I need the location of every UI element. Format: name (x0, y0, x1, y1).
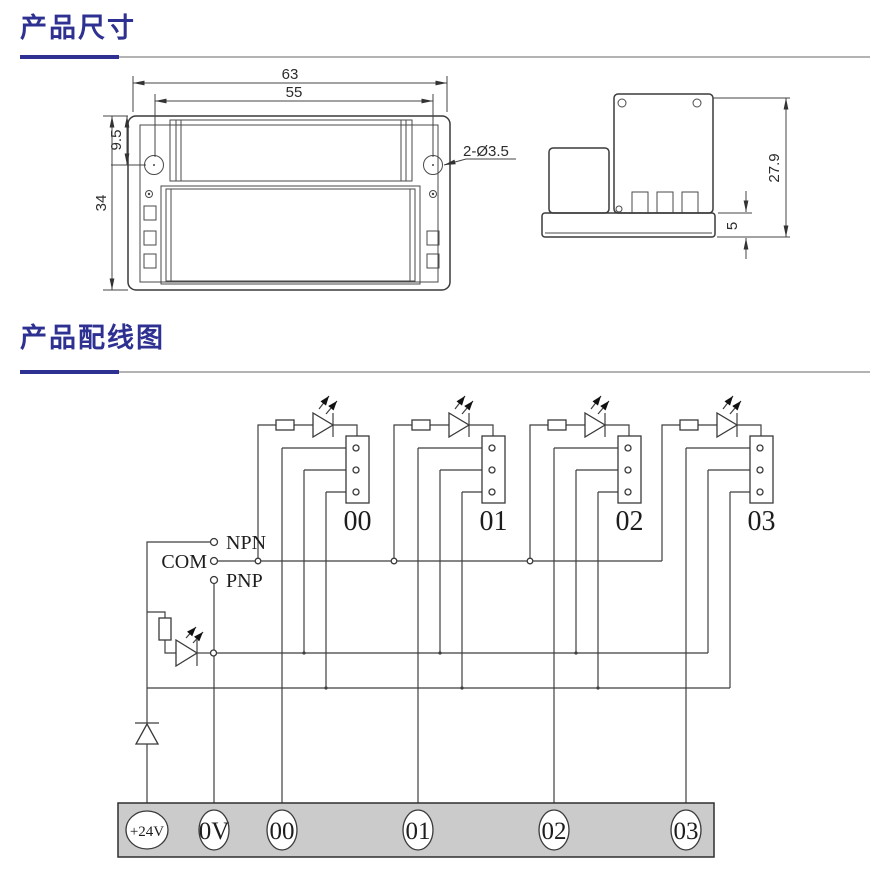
power-indicator (158, 617, 204, 668)
front-top-window (169, 119, 413, 182)
rule-gray-segment (119, 370, 870, 373)
side-view: 27.9 5 (541, 93, 790, 259)
com-terminal-point (209, 556, 219, 566)
wiring-title-rule (20, 370, 871, 374)
hole-callout-label: 2-Ø3.5 (463, 143, 509, 160)
terminal-24v (125, 810, 169, 850)
connector-pins (756, 444, 764, 496)
side-base-plate (541, 212, 716, 238)
terminal-label: 03 (674, 818, 699, 845)
wiring-diagram: 00 01 (117, 395, 776, 858)
front-view: 63 55 9.5 34 2-Ø3.5 (93, 66, 516, 291)
channel-group-00: 00 (257, 395, 372, 810)
front-side-slots (143, 205, 440, 269)
connector-pins (352, 444, 360, 496)
front-body-outline (127, 115, 451, 291)
indicator-led-icon (175, 626, 204, 668)
channel-label: 01 (480, 506, 508, 537)
dim-label-34: 34 (93, 195, 110, 212)
dim-width-outer: 63 (132, 66, 448, 112)
terminal-label: +24V (130, 824, 164, 840)
pnp-terminal-point (209, 575, 219, 585)
terminal-strip: +24V 0V 00 01 02 03 (117, 802, 715, 858)
channel-led-icon (584, 395, 610, 439)
connector-pins (624, 444, 632, 496)
channel-resistor (411, 419, 431, 431)
channel-label: 02 (616, 506, 644, 537)
rule-accent-segment (20, 370, 119, 374)
side-bottom-tabs (631, 191, 699, 214)
terminal-01 (402, 809, 434, 851)
dim-label-55: 55 (286, 84, 303, 101)
channel-led-icon (716, 395, 742, 439)
terminal-0v (198, 809, 230, 851)
wiring-section-title: 产品配线图 (20, 323, 165, 353)
hole-callout: 2-Ø3.5 (443, 143, 516, 166)
terminal-label: 02 (542, 818, 567, 845)
channel-group-02: 02 (529, 395, 644, 810)
channel-label: 03 (748, 506, 776, 537)
dim-height: 34 (93, 115, 128, 291)
polarity-terminals: NPN COM PNP (161, 532, 266, 592)
front-mounting-holes (144, 155, 443, 175)
side-hole-right (692, 98, 702, 108)
channel-label: 00 (344, 506, 372, 537)
dim-label-9-5: 9.5 (108, 130, 125, 151)
dim-total-height: 27.9 (713, 97, 790, 238)
rule-gray-segment (119, 55, 870, 58)
side-connector-block (548, 147, 610, 214)
terminal-03 (670, 809, 702, 851)
rule-accent-segment (20, 55, 119, 59)
dimensions-title-rule (20, 55, 871, 59)
terminal-label: 0V (199, 818, 230, 845)
junction-points (209, 557, 534, 657)
npn-label: NPN (226, 532, 266, 554)
dim-label-63: 63 (282, 66, 299, 83)
dim-base-height: 5 (718, 191, 752, 259)
pnp-label: PNP (226, 570, 263, 592)
channel-led-icon (448, 395, 474, 439)
channel-group-01: 01 (393, 395, 508, 810)
channel-resistor (275, 419, 295, 431)
side-small-pin (615, 205, 623, 213)
dim-width-inner: 55 (154, 84, 434, 157)
indicator-resistor (158, 617, 172, 641)
dim-label-27-9: 27.9 (766, 153, 783, 182)
front-face-panel (139, 124, 439, 283)
connector-pins (488, 444, 496, 496)
front-screw-marks (145, 190, 437, 198)
terminal-label: 01 (406, 818, 431, 845)
npn-terminal-point (209, 537, 219, 547)
channel-led-icon (312, 395, 338, 439)
protection-diode-icon (134, 722, 160, 745)
dimensions-section-title: 产品尺寸 (20, 13, 136, 43)
terminal-00 (266, 809, 298, 851)
dimension-drawing: 63 55 9.5 34 2-Ø3.5 (93, 66, 790, 291)
terminal-label: 00 (270, 818, 295, 845)
front-bottom-window (160, 185, 421, 285)
dim-label-5: 5 (724, 222, 741, 230)
channel-group-03: 03 (661, 395, 776, 810)
side-hole-left (617, 98, 627, 108)
channel-resistor (547, 419, 567, 431)
terminal-02 (538, 809, 570, 851)
channel-resistor (679, 419, 699, 431)
com-label: COM (161, 551, 207, 573)
